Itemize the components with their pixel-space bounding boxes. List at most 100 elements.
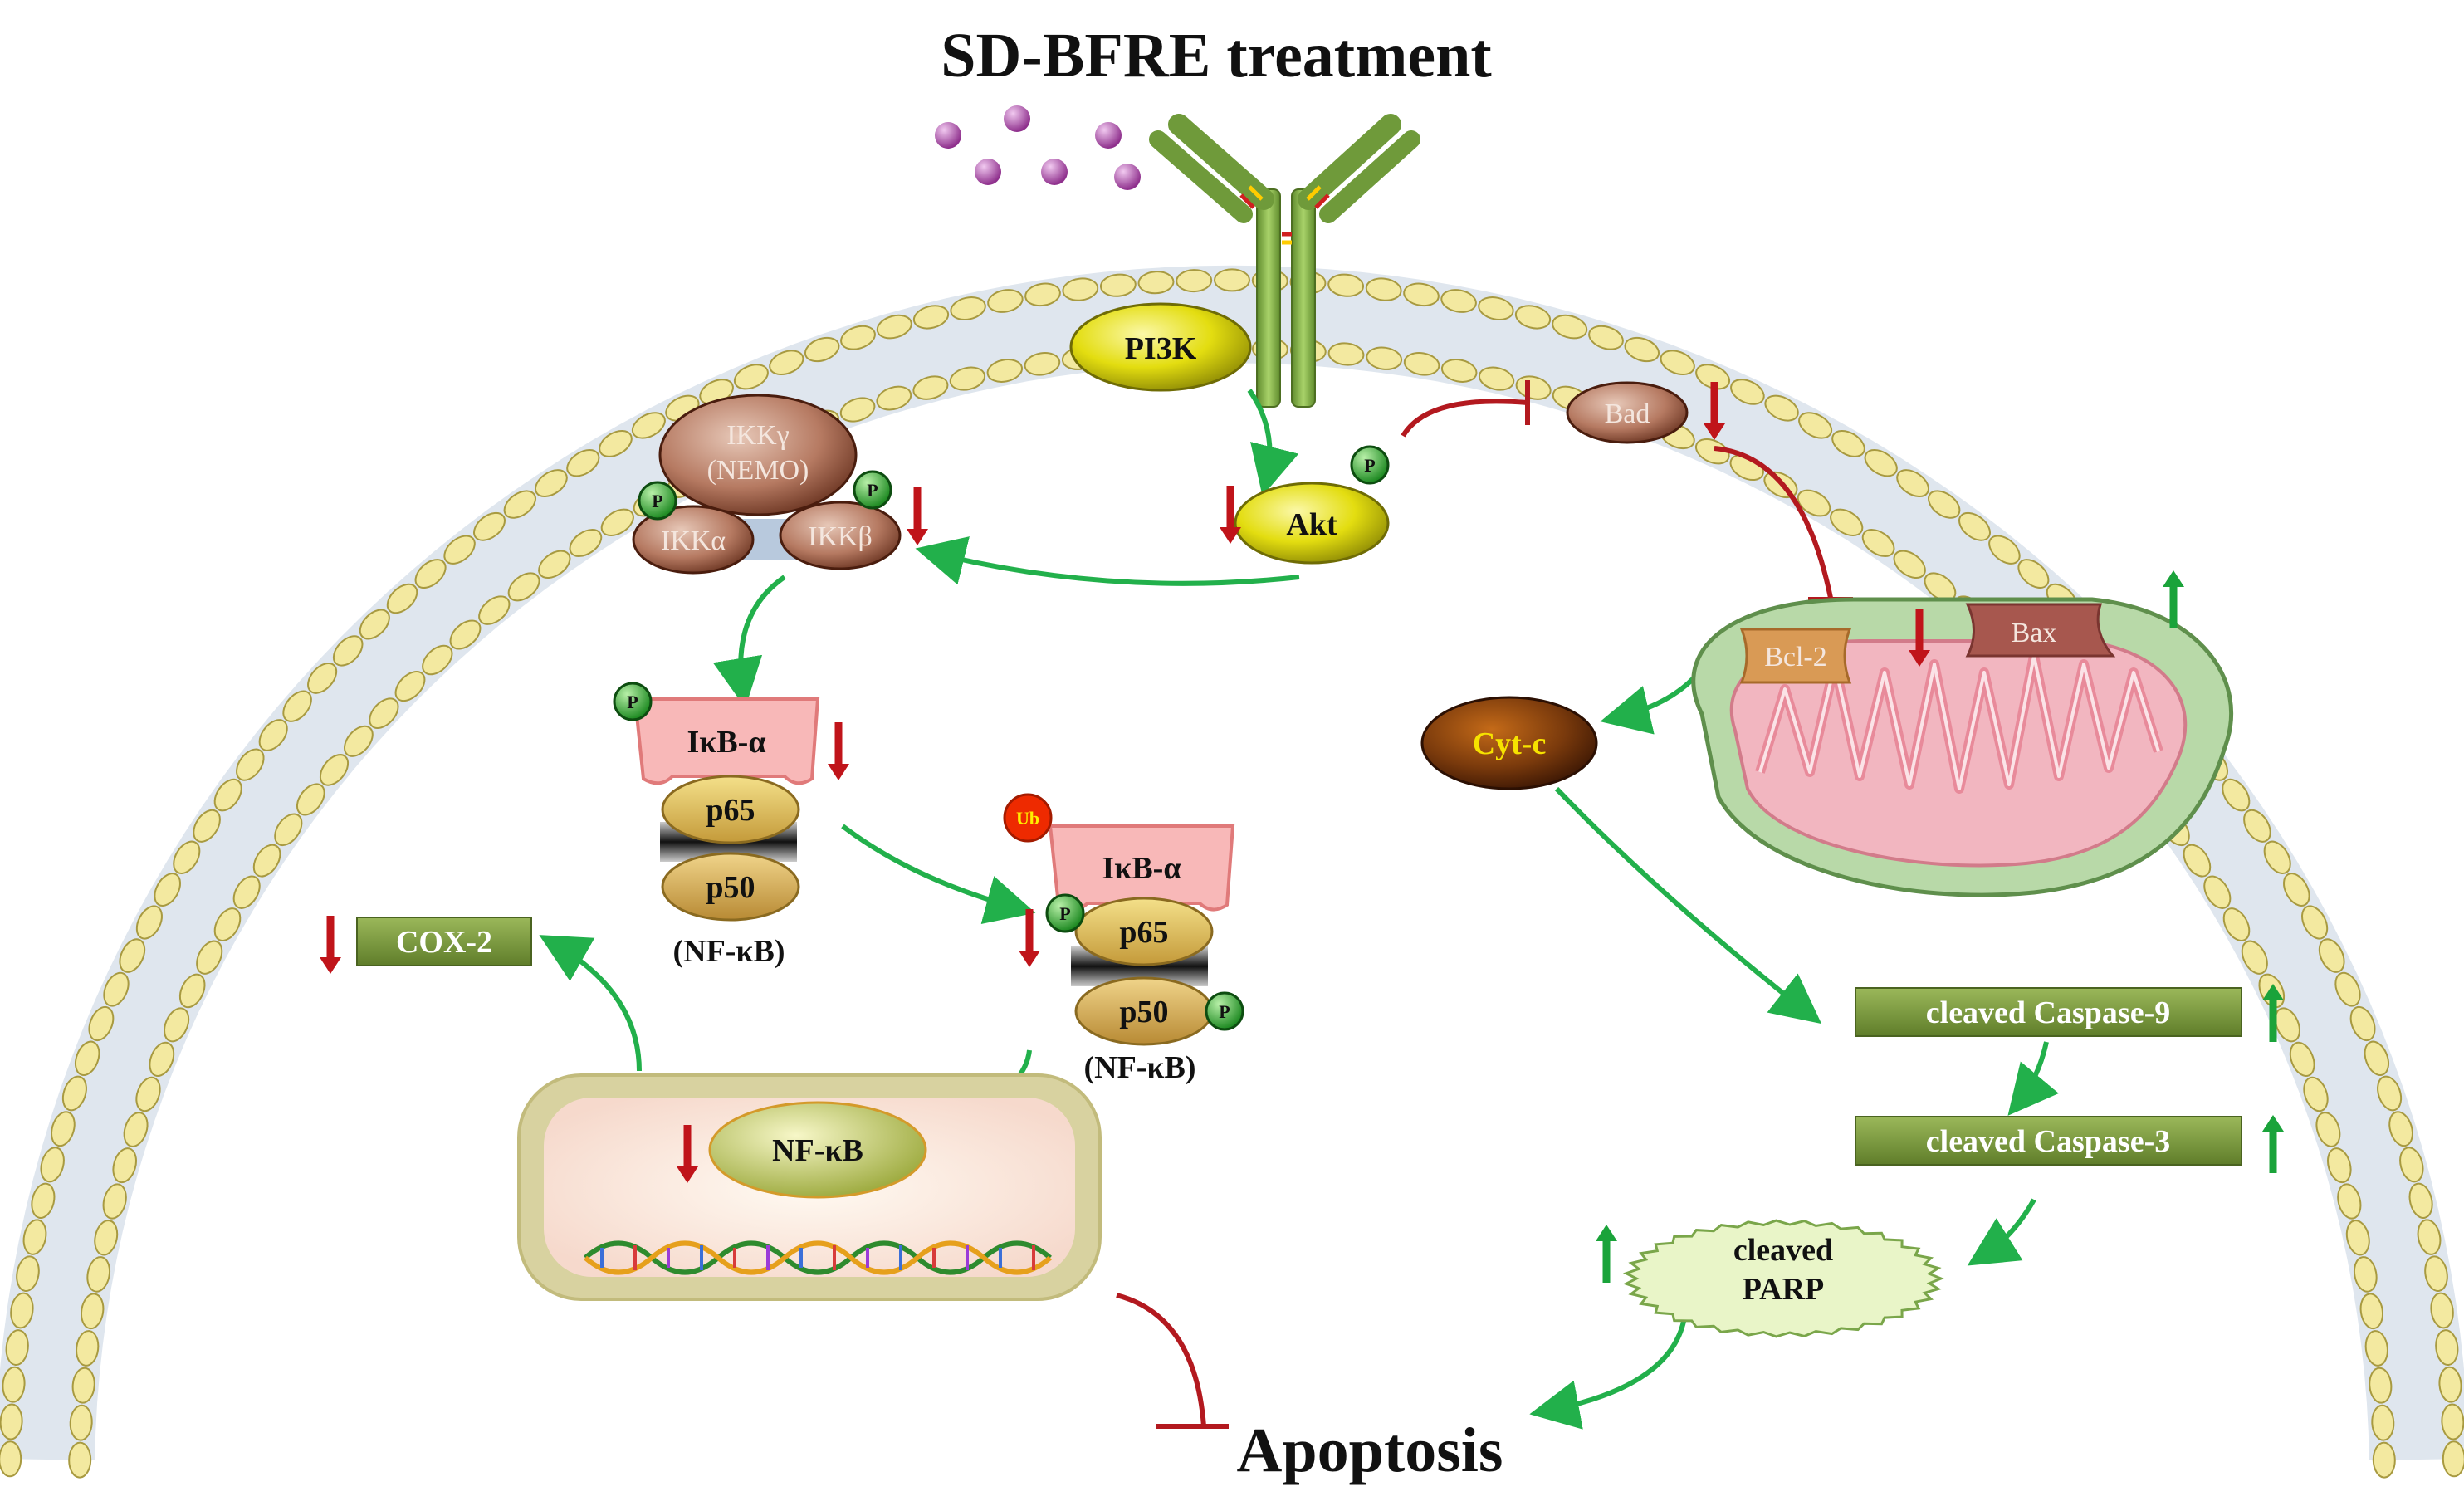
arrow-caspase3-parp [1967,1198,2036,1266]
lipid-head [86,1256,111,1293]
akt-label: Akt [1286,507,1337,542]
lipid-head [74,1040,100,1076]
lipid-head [1214,268,1250,292]
parp-node: cleaved PARP [1622,1219,1944,1338]
lipid-head [1624,336,1660,363]
ikk-gamma-label-line1: IKKγ [726,420,789,451]
arrow-parp-apoptosis [1529,1311,1688,1430]
lipid-head [1764,394,1799,422]
lipid-head [2222,907,2251,941]
lipid-head [2183,844,2212,878]
lipid-head [1327,273,1365,297]
lipid-head [2372,1441,2396,1479]
ikba-label-2: IκB-α [1102,851,1181,886]
lipid-head [2345,1220,2370,1256]
lipid-head [0,1403,23,1440]
lipid-head [1515,375,1552,400]
lipid-head [599,429,633,457]
lipid-head [1403,352,1440,376]
cell-membrane [0,265,2464,1479]
lipid-head [1176,269,1213,293]
lipid-head [876,385,912,411]
lipid-head [2359,1293,2384,1330]
svg-text:P: P [652,491,662,511]
nfkb-label-2: (NF-κB) [1083,1050,1195,1085]
lipid-head [61,1075,87,1112]
lipid-head [1830,508,1864,536]
lipid-head [5,1329,29,1367]
down-arrow-nucleus-nfkb [677,1125,698,1183]
lipid-head [1798,412,1833,439]
lipid-head [69,1404,93,1441]
lipid-head [2282,873,2310,907]
lipid-head [135,1076,161,1112]
lipid-head [1024,352,1061,376]
lipid-head [2289,1041,2315,1077]
lipid-head [566,449,600,477]
lipid-head [2417,1219,2442,1255]
lipid-head [1695,364,1731,390]
lipid-head [986,359,1024,383]
lipid-head [2349,1005,2376,1042]
lipid-head [2334,971,2361,1007]
caspase9-label: cleaved Caspase-9 [1926,995,2170,1030]
caspase3-box: cleaved Caspase-3 [1855,1116,2242,1166]
lipid-head [1403,282,1440,307]
receptor [1149,114,1420,408]
lipid-head [1327,342,1365,366]
lipid-head [344,725,374,757]
bad-label: Bad [1605,399,1650,429]
nucleus-nfkb-node: NF-κB [708,1101,927,1199]
lipid-head [2241,940,2268,975]
ikba-nfkb-complex-1: IκB-α p65 p50 (NF-κB) [633,697,820,969]
lipid-head [123,1112,149,1147]
arrow-pi3k-akt [1247,389,1299,496]
caspase3-label: cleaved Caspase-3 [1926,1124,2170,1159]
phospho-badge: P [853,470,892,510]
lipid-head [2369,1367,2393,1404]
up-arrow-caspase3 [2262,1115,2284,1173]
lipid-head [319,754,350,786]
p65-label-2: p65 [1119,915,1168,950]
lipid-head [1660,350,1695,376]
up-arrow-parp [1596,1225,1617,1283]
arrow-akt-ikk [915,536,1300,586]
lipid-head [2388,1111,2413,1147]
lipid-head [2303,1076,2329,1112]
lipid-head [733,364,769,390]
lipid-head [912,305,950,330]
lipid-head [804,336,840,363]
lipid-head [2438,1366,2462,1403]
lipid-head [1440,359,1478,383]
lipid-head [2222,778,2251,812]
pi3k-label: PI3K [1125,331,1197,366]
lipid-head [80,1293,105,1330]
caspase9-box: cleaved Caspase-9 [1855,987,2242,1037]
ikk-alpha-label: IKKα [661,526,726,556]
arrow-ikk-ikba [712,575,786,708]
lipid-head [2371,1404,2395,1441]
cytc-label: Cyt-c [1473,726,1547,761]
lipid-head [178,973,206,1009]
p50-label-1: p50 [706,870,755,905]
p65-label-1: p65 [706,793,755,828]
lipid-head [369,697,399,729]
lipid-head [102,1183,127,1220]
ubiquitin-badge: Ub [1003,793,1053,843]
up-arrow-bax [2163,570,2184,628]
svg-text:P: P [1364,455,1375,476]
lipid-head [2353,1256,2378,1293]
lipid-head [1440,289,1477,313]
lipid-head [1893,550,1926,579]
lipid-head [232,875,261,909]
lipid-head [213,907,242,941]
lipid-head [296,783,325,816]
nucleus-nfkb-label: NF-κB [772,1133,863,1168]
lipid-head [422,644,453,676]
lipid-head [1861,529,1895,557]
down-arrow-cox2 [320,916,341,974]
cox2-label: COX-2 [396,925,492,960]
lipid-head [2203,875,2232,909]
lipid-head [950,296,986,320]
lipid-head [600,508,634,536]
